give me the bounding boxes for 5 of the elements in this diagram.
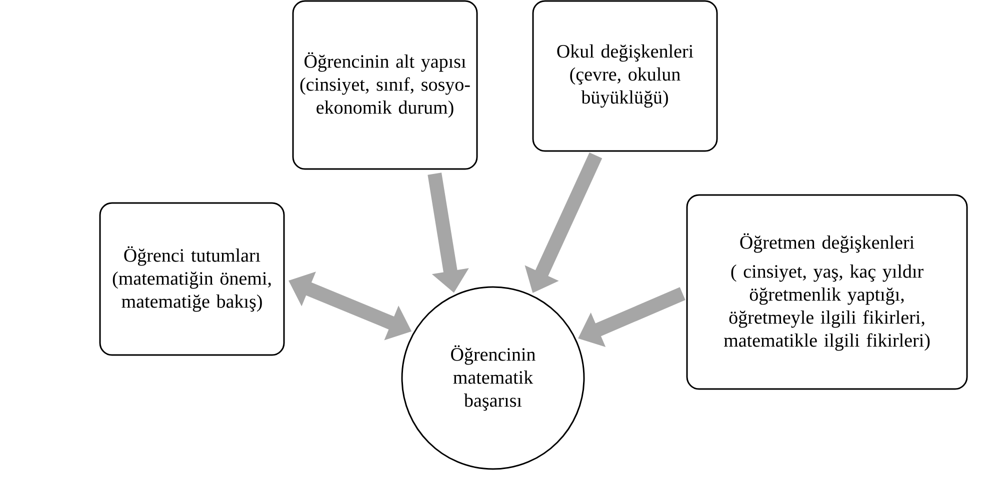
rounded-box: Okul değişkenleri (çevre, okulun büyüklüğü) [532,0,718,152]
rounded-box: Öğretmen değişkenleri ( cinsiyet, yaş, kaç yıldır öğretmenlik yaptığı, öğretmeyle ilgili fikirleri, matematikle ilgili fikirleri) [686,194,968,390]
circle-node: Öğrencinin matematik başarısı [401,286,585,470]
rounded-box: Öğrencinin alt yapısı (cinsiyet, sınıf, sosyo-ekonomik durum) [292,0,478,170]
rounded-box: Öğrenci tutumları (matematiğin önemi, matematiğe bakış) [99,202,285,356]
